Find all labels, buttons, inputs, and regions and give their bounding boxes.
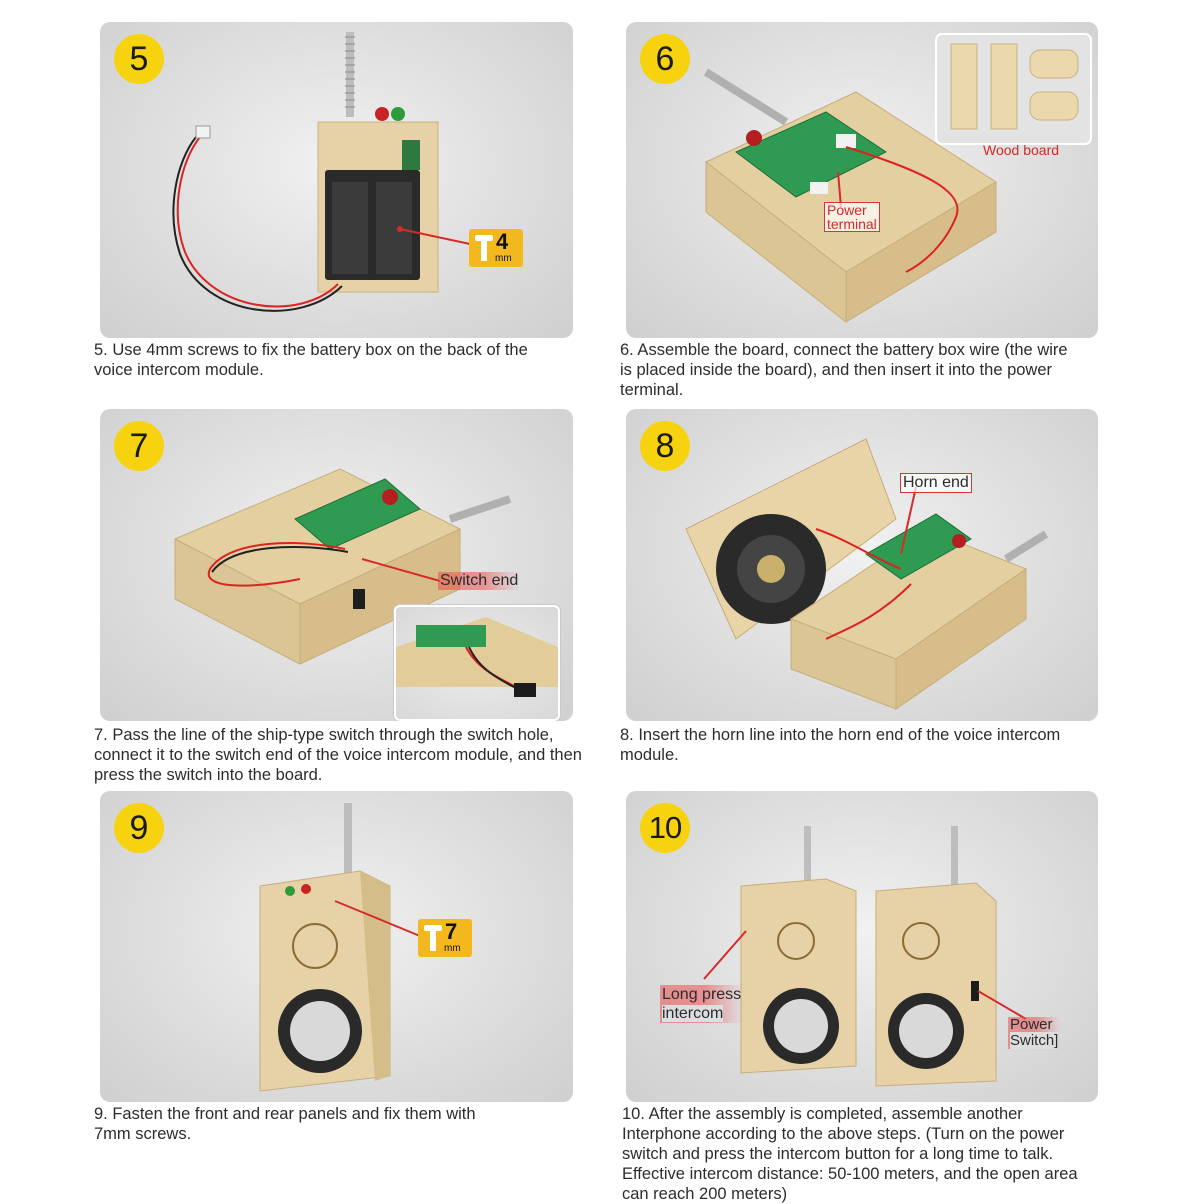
battery-box-illustration — [172, 32, 471, 312]
screw-icon — [473, 233, 495, 263]
step-7-number-badge: 7 — [114, 421, 164, 471]
step-10-photo: 10 Long press intercom Power Switch] — [626, 791, 1098, 1102]
screw-unit: mm — [495, 253, 512, 264]
screw-unit: mm — [444, 943, 461, 954]
step-8-caption: 8. Insert the horn line into the horn en… — [620, 726, 1061, 764]
long-press-intercom-label: Long press intercom — [660, 985, 744, 1023]
step-8-number-badge: 8 — [640, 421, 690, 471]
wood-board-label: Wood board — [983, 142, 1060, 158]
switch-connector-closeup — [396, 617, 558, 697]
step-10-caption: 10. After the assembly is completed, ass… — [622, 1105, 1078, 1203]
step-10-number-badge: 10 — [640, 803, 690, 853]
screw-size: 4 — [496, 229, 509, 254]
step-7-photo: 7 Switch end — [100, 409, 573, 721]
horn-connection-illustration — [685, 438, 1049, 710]
board-assembly-illustration — [703, 33, 1092, 324]
power-switch-line-2: Switch] — [1010, 1032, 1059, 1049]
screw-icon — [422, 923, 444, 953]
step-6-caption: 6. Assemble the board, connect the batte… — [620, 341, 1068, 399]
finished-interphones-illustration — [703, 826, 1027, 1087]
step-5-number-badge: 5 — [114, 34, 164, 84]
front-panel-illustration — [259, 803, 421, 1092]
horn-end-label: Horn end — [900, 473, 972, 493]
power-switch-label: Power Switch] — [1008, 1016, 1061, 1049]
long-press-line-1: Long press — [662, 986, 742, 1003]
step-8-photo: 8 Horn end — [626, 409, 1098, 721]
switch-end-label: Switch end — [438, 572, 521, 590]
step-9-caption: 9. Fasten the front and rear panels and … — [94, 1105, 476, 1143]
long-press-line-2: intercom — [662, 1005, 724, 1022]
screw-size: 7 — [445, 919, 458, 944]
power-terminal-line-1: Power — [827, 202, 867, 218]
power-switch-line-1: Power — [1010, 1016, 1053, 1033]
step-7-caption: 7. Pass the line of the ship-type switch… — [94, 726, 582, 784]
switch-installation-illustration — [173, 468, 512, 665]
step-9-number-badge: 9 — [114, 803, 164, 853]
step-6-number-badge: 6 — [640, 34, 690, 84]
step-6-photo: 6 Wood board Power terminal — [626, 22, 1098, 338]
switch-connector-inset — [394, 605, 560, 721]
power-terminal-label: Power terminal — [824, 202, 880, 232]
step-5-caption: 5. Use 4mm screws to fix the battery box… — [94, 341, 528, 379]
power-terminal-line-2: terminal — [827, 216, 877, 232]
